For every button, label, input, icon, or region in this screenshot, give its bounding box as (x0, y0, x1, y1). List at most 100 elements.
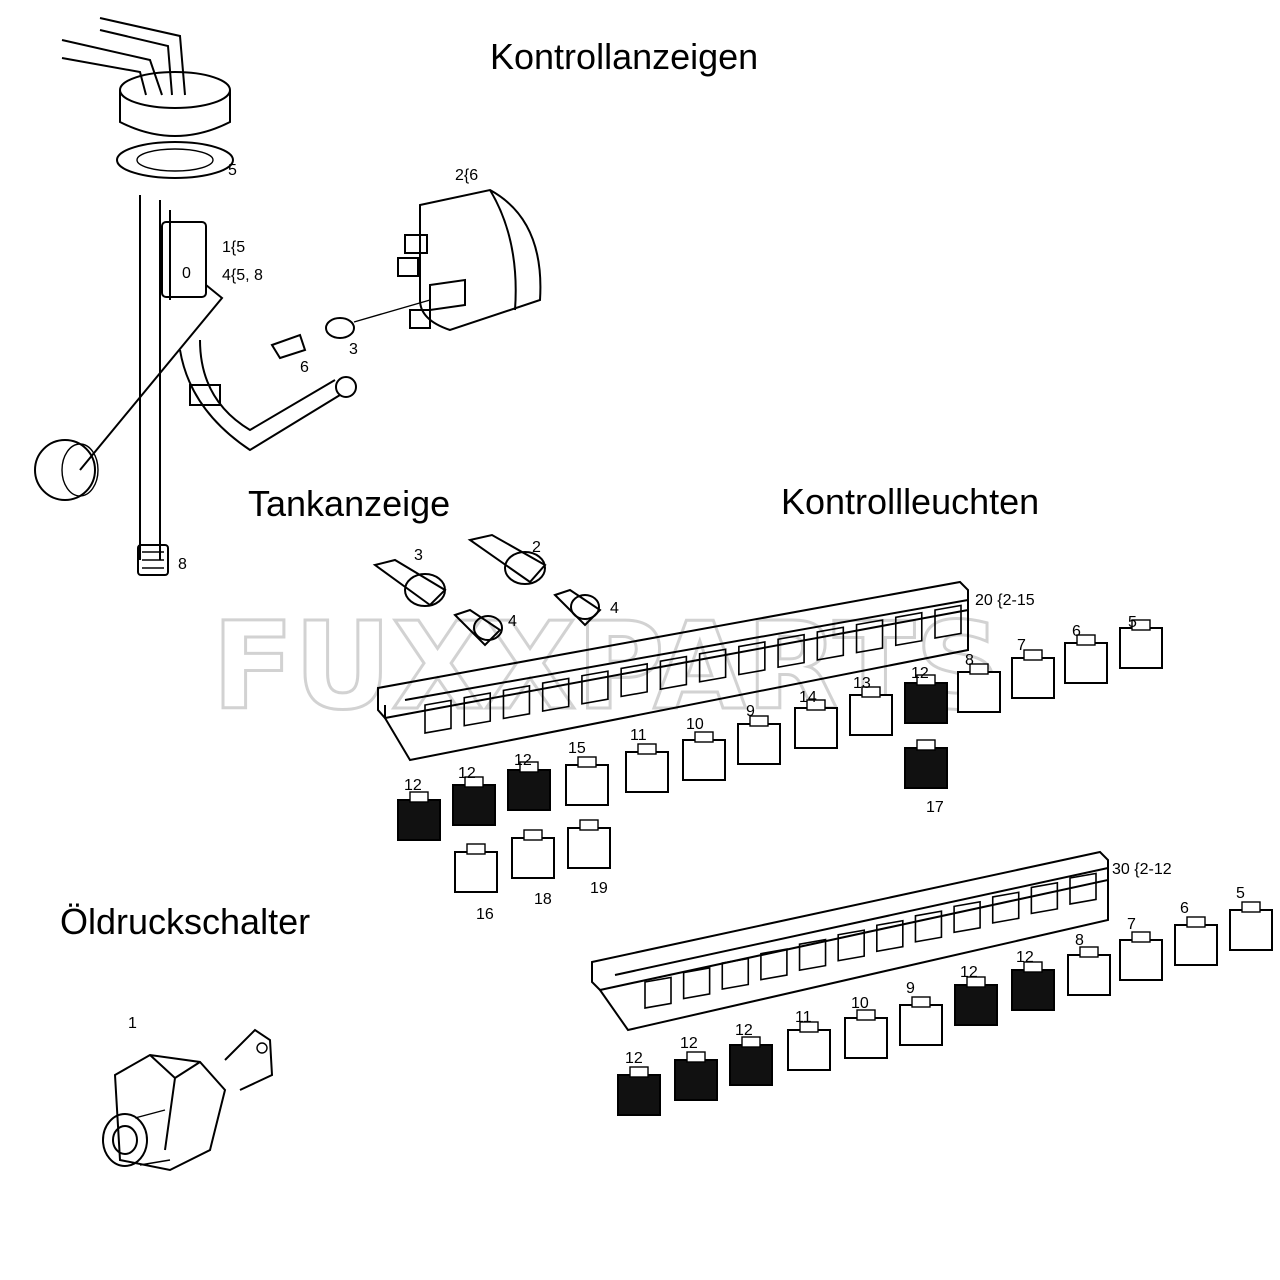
lamp-cap (682, 739, 726, 781)
lamp-cap (1229, 909, 1273, 951)
strip-window (837, 929, 865, 962)
lamp-cap-label: 11 (795, 1009, 812, 1026)
tank-sender: 0 (34, 17, 357, 576)
lamp-label-4a: 4 (508, 613, 517, 630)
lamp-cap-tab (409, 791, 429, 803)
strip-window (644, 976, 672, 1009)
lamp-cap-tab (637, 743, 657, 755)
lamp-cap-tab (1076, 634, 1096, 646)
strip-window (502, 684, 531, 720)
oil-pressure-switch (102, 1028, 274, 1172)
strip-window (463, 692, 492, 727)
lamp-cap-tab (1186, 916, 1206, 928)
lamp-cap-label: 9 (746, 703, 755, 720)
lamp-cap-tab (579, 819, 599, 831)
title-oeldruckschalter: Öldruckschalter (60, 901, 311, 942)
lamp-cap-label: 5 (1128, 614, 1137, 631)
tank-ref-1: 1{5 (222, 239, 245, 256)
lamp-cap (625, 751, 669, 793)
strip-window (816, 626, 845, 661)
strip-window (1069, 872, 1097, 905)
lamp-cap-label: 13 (853, 675, 871, 692)
switch-label-1: 1 (128, 1015, 137, 1032)
strip2-ref: 30 {2-12 (1112, 861, 1172, 878)
lamp-cap-tab (806, 699, 826, 711)
strip-window (738, 641, 766, 676)
strip-window (991, 891, 1020, 924)
lamp-cap-tab (694, 731, 714, 743)
svg-text:0: 0 (182, 265, 191, 282)
lamp-cap (507, 769, 551, 811)
lamp-cap-tab (966, 976, 986, 988)
lamp-strip-1 (377, 580, 969, 762)
title-kontrollleuchten: Kontrollleuchten (781, 481, 1040, 522)
lamp-cap-tab (577, 756, 597, 768)
strip-window (620, 662, 648, 698)
strip-window (760, 948, 788, 981)
strip1-ref: 20 {2-15 (975, 592, 1035, 609)
lamp-cap-label: 8 (965, 652, 974, 669)
lamp-cap (954, 984, 998, 1026)
lamp-cap (849, 694, 893, 736)
strip-window (798, 938, 827, 972)
lamp-cap (1119, 939, 1163, 981)
strip-window (953, 900, 981, 934)
strip-window (1030, 881, 1059, 915)
lamp-cap (1011, 969, 1055, 1011)
tank-label-8: 8 (178, 556, 187, 573)
lamp-cap-label: 12 (458, 765, 476, 782)
lamp-cap-label: 10 (686, 716, 704, 733)
lamp-cap (452, 784, 496, 826)
lamp-cap-label: 6 (1072, 623, 1081, 640)
lamp-cap (397, 799, 441, 841)
strip-window (541, 677, 570, 713)
lamp-cap-tab (911, 996, 931, 1008)
lamp-cap-label: 14 (799, 689, 817, 706)
lamp-cap (511, 837, 555, 879)
lamp-cap-label: 12 (404, 777, 422, 794)
lamp-cap-tab (856, 1009, 876, 1021)
title-tankanzeige: Tankanzeige (248, 483, 451, 524)
lamp-cap (1064, 642, 1108, 684)
lamp-cap (737, 723, 781, 765)
lamp-cap-label: 10 (851, 995, 869, 1012)
strip-window (894, 611, 923, 647)
lamp-cap-label: 19 (590, 880, 608, 897)
strip-window (682, 967, 711, 1000)
lamp-cap-label: 12 (625, 1050, 643, 1067)
lamp-cap-tab (1079, 946, 1099, 958)
lamp-cap-tab (969, 663, 989, 675)
lamp-cap-tab (519, 761, 539, 773)
lamp-cap-tab (629, 1066, 649, 1078)
lamp-cap (1174, 924, 1218, 966)
lamp-cap-label: 12 (1016, 949, 1034, 966)
lamp-cap-tab (799, 1021, 819, 1033)
lamp-cap-tab (686, 1051, 706, 1063)
lamp-caps: 8765121212151110914131216181917876512121… (397, 614, 1273, 1116)
lamp-cap-tab (916, 674, 936, 686)
lamp-cap (565, 764, 609, 806)
lamp-cap-tab (1241, 901, 1261, 913)
lamp-cap-label: 12 (911, 665, 929, 682)
lamp-cap-tab (916, 739, 936, 751)
lamp-label-4b: 4 (610, 600, 619, 617)
bulb-label-3: 3 (349, 341, 358, 358)
lamp-cap-tab (466, 843, 486, 855)
strip-window (855, 619, 884, 654)
lamp-cap-label: 16 (476, 906, 494, 923)
lamp-cap-label: 12 (680, 1035, 698, 1052)
lamp-cap-tab (1023, 649, 1043, 661)
strip-window (581, 670, 609, 705)
fuel-gauge (270, 188, 542, 360)
lamp-cap (899, 1004, 943, 1046)
lamp-cap (844, 1017, 888, 1059)
lamp-cap-label: 12 (735, 1022, 753, 1039)
lamp-cap (729, 1044, 773, 1086)
lamp-cap-tab (741, 1036, 761, 1048)
lamp-label-3: 3 (414, 547, 423, 564)
lamp-cap-label: 5 (1236, 885, 1245, 902)
lamp-cap-label: 7 (1017, 637, 1026, 654)
lamp-cap-tab (523, 829, 543, 841)
lamp-cap-label: 9 (906, 980, 915, 997)
